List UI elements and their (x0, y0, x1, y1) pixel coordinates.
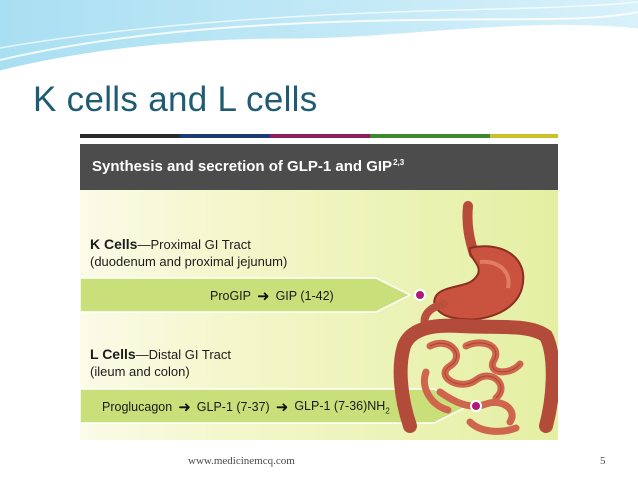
gip-label: GIP (1-42) (275, 289, 334, 303)
page-number: 5 (600, 455, 606, 467)
glp1-7-36-label: GLP-1 (7-36)NH2 (294, 399, 389, 416)
l-cells-name: L Cells (90, 346, 136, 362)
k-cells-location: —Proximal GI Tract (137, 237, 251, 252)
progip-label: ProGIP (210, 289, 251, 303)
right-arrow-icon: ➜ (257, 288, 270, 305)
l-cells-heading: L Cells—Distal GI Tract (ileum and colon… (90, 346, 231, 380)
l-cells-detail: (ileum and colon) (90, 364, 190, 379)
header-wave-decoration (0, 0, 638, 74)
figure-title-superscript: 2,3 (393, 158, 405, 167)
k-cells-name: K Cells (90, 236, 138, 252)
l-cells-arrow (80, 388, 470, 424)
k-cells-detail: (duodenum and proximal jejunum) (90, 254, 288, 269)
gi-tract-illustration (393, 201, 558, 435)
figure-title-text: Synthesis and secretion of GLP-1 and GIP (92, 158, 393, 175)
proglucagon-label: Proglucagon (102, 400, 173, 414)
k-cell-site-marker (414, 289, 426, 301)
glp1-7-36-text: GLP-1 (7-36)NH (294, 398, 386, 413)
k-cells-heading: K Cells—Proximal GI Tract (duodenum and … (90, 236, 287, 270)
glp1-7-37-label: GLP-1 (7-37) (196, 400, 270, 414)
right-arrow-icon: ➜ (178, 399, 191, 416)
k-cells-arrow (80, 277, 412, 313)
glp1-gip-figure: Synthesis and secretion of GLP-1 and GIP… (80, 144, 558, 440)
l-cell-site-marker (470, 400, 482, 412)
k-cells-pathway: ProGIP ➜ GIP (1-42) (210, 287, 334, 305)
l-cells-pathway: Proglucagon ➜ GLP-1 (7-37) ➜ GLP-1 (7-36… (102, 398, 390, 416)
figure-title: Synthesis and secretion of GLP-1 and GIP… (92, 158, 404, 175)
slide-title: K cells and L cells (33, 80, 318, 119)
color-rule (80, 134, 558, 138)
l-cells-location: —Distal GI Tract (135, 347, 232, 362)
footer-url[interactable]: www.medicinemcq.com (188, 455, 295, 467)
right-arrow-icon: ➜ (275, 399, 289, 416)
figure-header: Synthesis and secretion of GLP-1 and GIP… (80, 144, 558, 190)
glp1-7-36-subscript: 2 (385, 406, 390, 416)
